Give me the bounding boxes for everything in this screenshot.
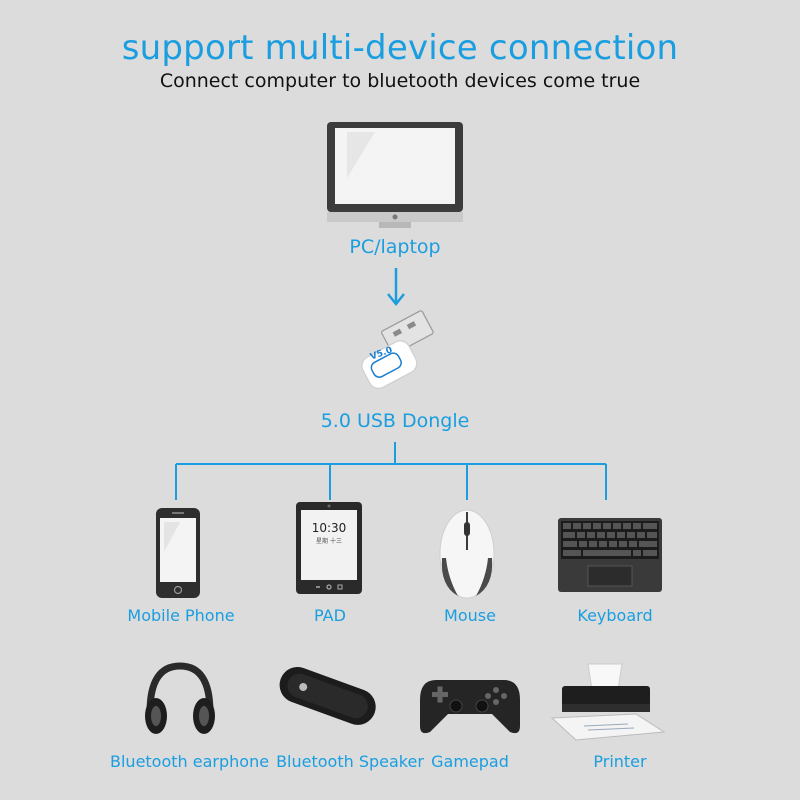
dongle-label: 5.0 USB Dongle <box>320 410 470 432</box>
down-arrow-icon <box>387 268 405 307</box>
device-label-printer: Printer <box>593 752 647 771</box>
device-label-mouse: Mouse <box>444 606 496 625</box>
tablet-icon <box>296 502 362 594</box>
page-title: support multi-device connection <box>121 28 679 68</box>
connection-tree <box>175 442 607 500</box>
monitor-icon <box>327 122 463 228</box>
device-label-bluetooth-speaker: Bluetooth Speaker <box>276 752 424 771</box>
tablet-screen-time: 10:30 <box>311 521 347 535</box>
device-label-keyboard: Keyboard <box>577 606 653 625</box>
mouse-icon <box>439 509 495 599</box>
keyboard-icon <box>558 518 662 592</box>
headphones-icon <box>145 662 215 734</box>
device-label-gamepad: Gamepad <box>431 752 509 771</box>
gamepad-icon <box>420 680 520 734</box>
pc-label: PC/laptop <box>349 236 441 258</box>
speaker-icon <box>279 666 376 725</box>
device-label-bluetooth-earphone: Bluetooth earphone <box>110 752 270 771</box>
page-subtitle: Connect computer to bluetooth devices co… <box>159 70 641 92</box>
tablet-screen-date: 星期 十三 <box>316 538 342 545</box>
usb-dongle-icon <box>361 310 434 389</box>
printer-icon <box>550 663 666 741</box>
mobile-phone-icon <box>156 508 200 598</box>
device-label-mobile-phone: Mobile Phone <box>127 606 235 625</box>
device-label-pad: PAD <box>314 606 346 625</box>
